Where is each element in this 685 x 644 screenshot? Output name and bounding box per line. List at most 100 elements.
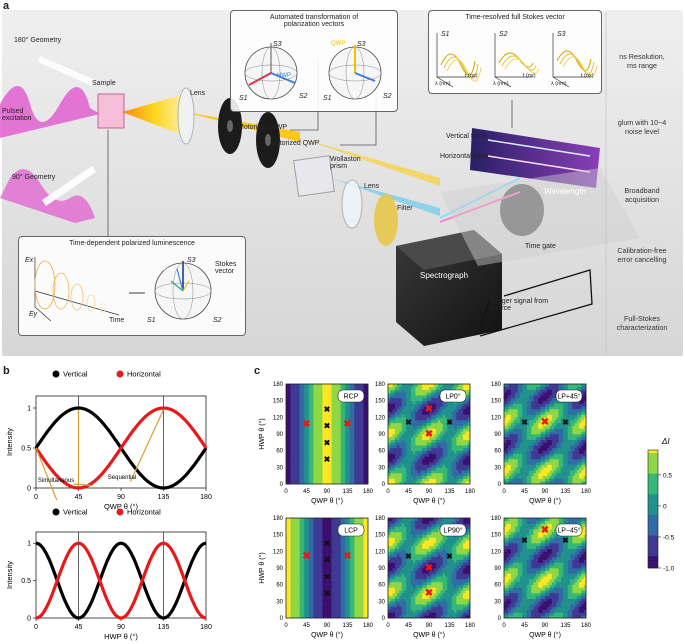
filter-label: Filter	[397, 205, 413, 212]
heatmap-cell	[322, 518, 326, 522]
heatmap-cell	[342, 472, 346, 476]
heatmap-cell	[317, 392, 321, 396]
heatmap-cell	[363, 409, 367, 413]
heatmap-cell	[422, 386, 425, 390]
heatmap-cell	[301, 442, 305, 446]
heatmap-cell	[397, 422, 400, 426]
heatmap-cell	[429, 470, 432, 474]
heatmap-cell	[463, 478, 466, 482]
heatmap-cell	[538, 459, 541, 463]
heatmap-cell	[545, 478, 548, 482]
heatmap-cell	[567, 481, 571, 485]
heatmap-cell	[440, 464, 443, 468]
heatmap-cell	[292, 568, 296, 572]
heatmap-cell	[299, 545, 303, 549]
heatmap-cell	[336, 406, 339, 410]
heatmap-cell	[447, 436, 450, 440]
heatmap-cell	[576, 470, 580, 474]
heatmap-cell	[465, 450, 469, 454]
heatmap-cell	[515, 409, 518, 413]
heatmap-cell	[558, 456, 562, 460]
heatmap-cell	[456, 456, 459, 460]
heatmap-cell	[292, 481, 296, 485]
heatmap-cell	[522, 478, 525, 482]
heatmap-cell	[304, 520, 307, 524]
heatmap-cell	[363, 384, 367, 388]
heatmap-cell	[435, 397, 439, 401]
heatmap-cell	[290, 467, 294, 471]
heatmap-cell	[331, 601, 335, 605]
heatmap-cell	[522, 436, 525, 440]
heatmap-cell	[352, 428, 355, 432]
heatmap-cell	[301, 554, 305, 558]
heatmap-cell	[542, 436, 546, 440]
heatmap-cell	[519, 436, 523, 440]
heatmap-cell	[324, 397, 328, 401]
heatmap-cell	[290, 461, 294, 465]
heatmap-cell	[311, 414, 314, 418]
heatmap-cell	[567, 450, 571, 454]
heatmap-cell	[424, 428, 428, 432]
series-line-horizontal	[35, 541, 207, 620]
heatmap-cell	[331, 439, 335, 443]
heatmap-cell	[286, 612, 289, 616]
heatmap-cell	[313, 420, 316, 424]
heatmap-cell	[426, 442, 430, 446]
heatmap-cell	[440, 450, 443, 454]
heatmap-cell	[347, 420, 351, 424]
heatmap-cell	[315, 587, 319, 591]
heatmap-cell	[317, 395, 321, 399]
heatmap-cell	[413, 417, 416, 421]
heatmap-cell	[336, 612, 339, 616]
heatmap-cell	[329, 428, 332, 432]
heatmap-cell	[331, 403, 335, 407]
heatmap-cell	[545, 467, 548, 471]
heatmap-cell	[422, 445, 425, 449]
heatmap-cell	[554, 389, 557, 393]
heatmap-cell	[465, 397, 469, 401]
heatmap-cell	[508, 450, 512, 454]
heatmap-cell	[515, 411, 518, 415]
heatmap-cell	[306, 456, 310, 460]
heatmap-cell	[340, 434, 344, 438]
heatmap-cell	[327, 562, 330, 566]
heatmap-cell	[538, 417, 541, 421]
heatmap-cell	[315, 450, 319, 454]
heatmap-cell	[563, 442, 566, 446]
heatmap-cell	[342, 417, 346, 421]
heatmap-cell	[549, 425, 553, 429]
heatmap-cell	[422, 434, 425, 438]
heatmap-cell	[463, 481, 466, 485]
heatmap-cell	[529, 472, 532, 476]
heatmap-cell	[320, 472, 323, 476]
heatmap-cell	[331, 397, 335, 401]
heatmap-cell	[558, 384, 562, 388]
heatmap-cell	[363, 461, 367, 465]
heatmap-cell	[415, 386, 418, 390]
heatmap-cell	[292, 389, 296, 393]
heatmap-cell	[304, 576, 307, 580]
heatmap-cell	[547, 389, 550, 393]
heatmap-cell	[401, 417, 405, 421]
heatmap-cell	[304, 420, 307, 424]
heatmap-cell	[524, 447, 528, 451]
heatmap-cell	[329, 425, 332, 429]
heatmap-cell	[306, 615, 310, 619]
heatmap-cell	[286, 409, 289, 413]
heatmap-cell	[329, 518, 332, 522]
heatmap-cell	[542, 461, 546, 465]
heatmap-cell	[394, 400, 398, 404]
heatmap-cell	[392, 409, 396, 413]
heatmap-cell	[311, 551, 314, 555]
heatmap-cell	[388, 467, 391, 471]
heatmap-cell	[329, 526, 332, 530]
heatmap-cell	[517, 439, 521, 443]
heatmap-cell	[417, 425, 421, 429]
heatmap-cell	[565, 425, 569, 429]
heatmap-cell	[311, 470, 314, 474]
right-label-glum: glum with 10−4 noise level	[617, 118, 667, 136]
heatmap-cell	[306, 400, 310, 404]
heatmap-cell	[438, 389, 441, 393]
heatmap-cell	[313, 425, 316, 429]
heatmap-cell	[522, 389, 525, 393]
